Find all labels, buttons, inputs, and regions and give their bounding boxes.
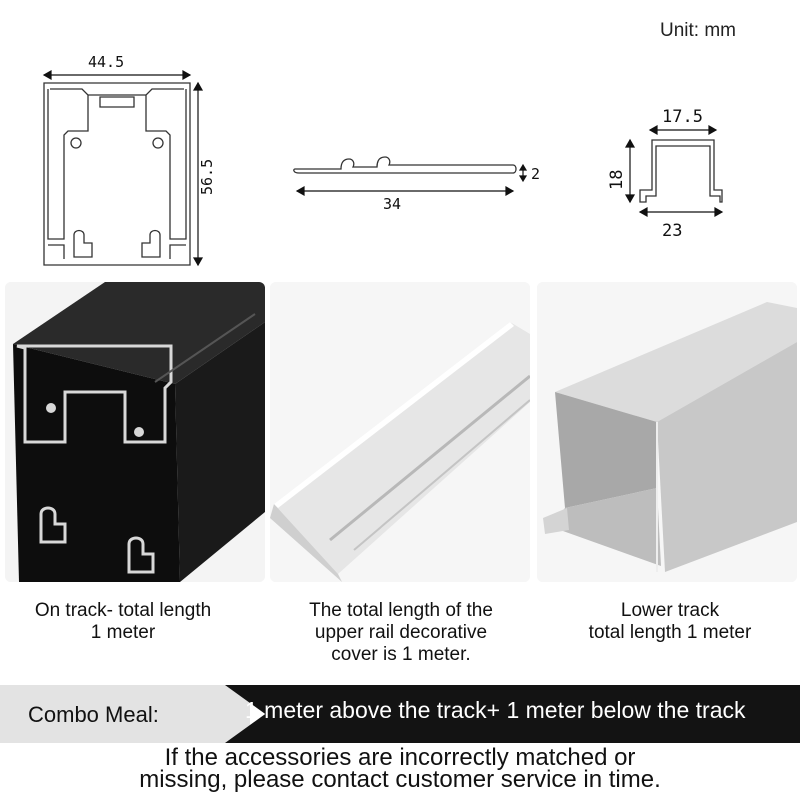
top-track-right-chamber bbox=[145, 88, 187, 240]
cover-profile-diagram: 34 2 bbox=[293, 156, 540, 213]
inner-width-arrows bbox=[648, 124, 718, 136]
combo-label: Combo Meal: bbox=[28, 702, 159, 727]
width-dimension-arrows bbox=[42, 69, 192, 81]
top-track-bottom-right-slot bbox=[141, 229, 186, 259]
top-track-photo bbox=[5, 282, 265, 582]
cover-outline bbox=[293, 156, 517, 174]
cover-caption-line-3: cover is 1 meter. bbox=[331, 644, 471, 665]
service-notice-line-1: If the accessories are incorrectly match… bbox=[164, 744, 636, 771]
outer-width-arrows bbox=[638, 206, 724, 218]
top-track-profile-diagram: 44.5 56.5 bbox=[42, 53, 216, 267]
cover-caption-line-2: upper rail decorative bbox=[314, 622, 488, 643]
combo-banner-light bbox=[0, 685, 250, 743]
combo-text: 1 meter above the track+ 1 meter below t… bbox=[245, 697, 746, 723]
top-track-outline bbox=[43, 82, 191, 266]
width-dimension-label: 44.5 bbox=[88, 53, 124, 71]
cover-length-label: 34 bbox=[383, 195, 401, 213]
lower-track-caption-line-2: total length 1 meter bbox=[588, 622, 752, 643]
lower-track-photo bbox=[537, 282, 797, 582]
height-dimension-arrows bbox=[192, 81, 204, 267]
lower-track-caption: Lower track total length 1 meter bbox=[548, 600, 792, 644]
top-track-screw-hole-right bbox=[152, 137, 164, 149]
top-track-bottom-left-slot bbox=[48, 229, 93, 259]
outer-width-label: 23 bbox=[662, 221, 682, 240]
lower-height-label: 18 bbox=[607, 170, 627, 190]
service-notice: If the accessories are incorrectly match… bbox=[0, 744, 800, 793]
top-track-screw-hole-left bbox=[70, 137, 82, 149]
top-track-caption: On track- total length 1 meter bbox=[5, 600, 241, 644]
unit-label: Unit: mm bbox=[660, 20, 736, 41]
top-track-center-slot bbox=[99, 96, 135, 108]
lower-track-caption-line-1: Lower track bbox=[620, 600, 720, 621]
cover-thickness-arrows bbox=[518, 163, 528, 183]
top-track-caption-line-2: 1 meter bbox=[90, 622, 156, 643]
cover-caption-line-1: The total length of the bbox=[309, 600, 493, 621]
cover-caption: The total length of the upper rail decor… bbox=[270, 600, 532, 666]
top-track-left-chamber bbox=[47, 88, 89, 240]
top-track-caption-line-1: On track- total length bbox=[34, 600, 212, 621]
cover-length-arrows bbox=[295, 185, 515, 197]
lower-track-profile-diagram: 17.5 18 23 bbox=[607, 107, 724, 240]
lower-track-outline bbox=[639, 139, 723, 203]
inner-width-label: 17.5 bbox=[662, 107, 703, 127]
cover-thickness-label: 2 bbox=[531, 165, 540, 183]
combo-banner-dark bbox=[225, 685, 800, 743]
cover-photo bbox=[270, 282, 530, 582]
service-notice-line-2: missing, please contact customer service… bbox=[139, 766, 661, 793]
lower-height-arrows bbox=[624, 138, 636, 204]
height-dimension-label: 56.5 bbox=[198, 159, 216, 195]
